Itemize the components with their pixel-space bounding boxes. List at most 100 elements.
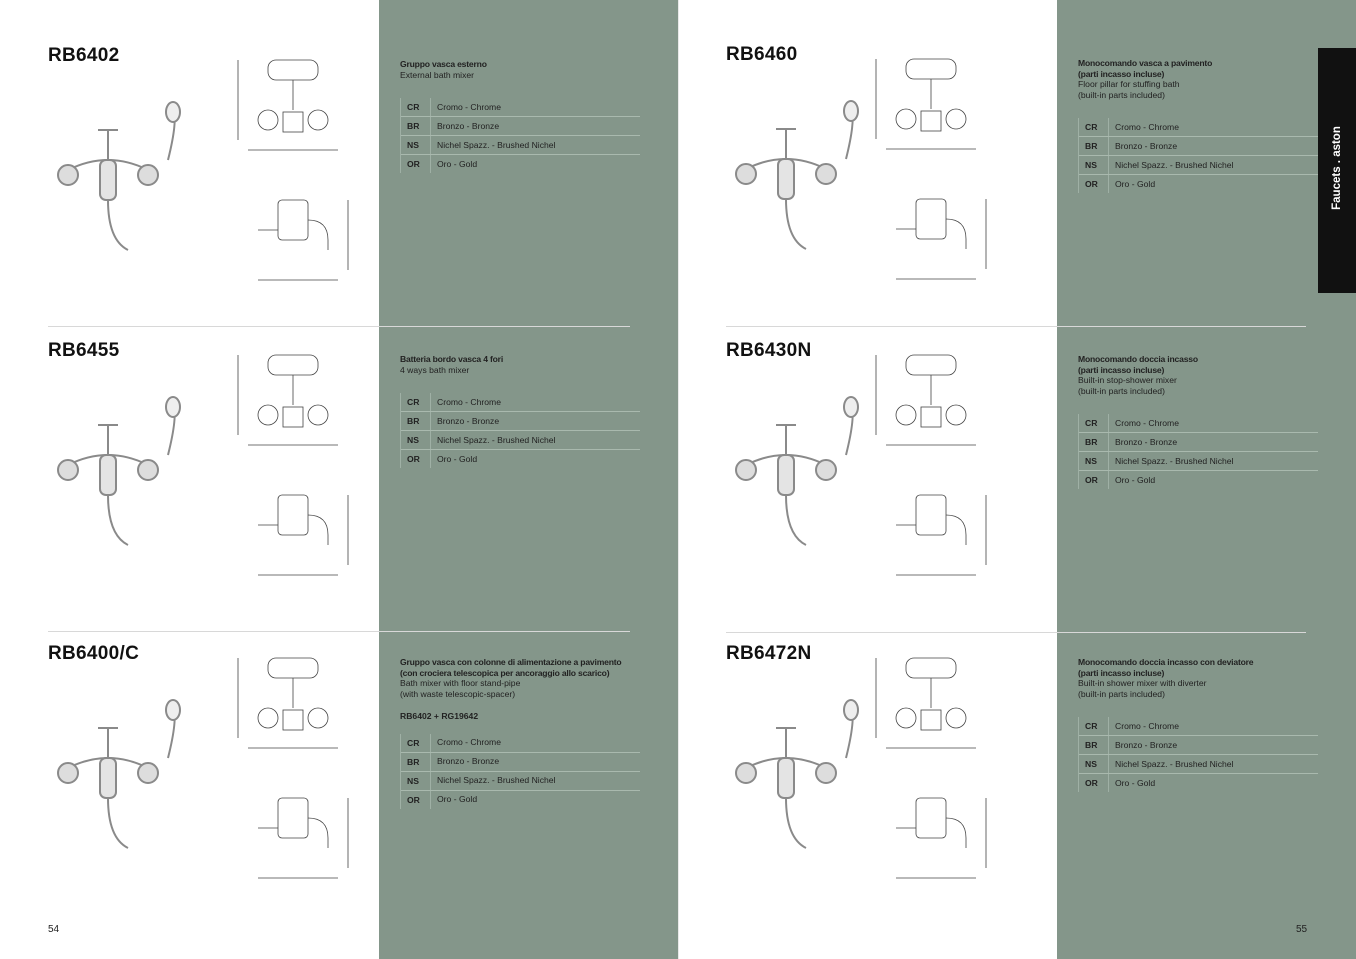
technical-drawing bbox=[228, 50, 378, 305]
section-divider bbox=[48, 326, 630, 327]
description-italian: Batteria bordo vasca 4 fori bbox=[400, 354, 504, 364]
finish-code: OR bbox=[1079, 175, 1109, 193]
finish-label: Nichel Spazz. - Brushed Nichel bbox=[1115, 159, 1234, 170]
finish-code: NS bbox=[1079, 156, 1109, 174]
finish-code: NS bbox=[401, 431, 431, 449]
finish-label: Cromo - Chrome bbox=[437, 737, 501, 748]
dimension-drawing bbox=[237, 354, 349, 576]
description-italian: Monocomando doccia incasso con deviatore bbox=[1078, 657, 1254, 667]
finish-code: BR bbox=[1079, 433, 1109, 451]
section-divider bbox=[726, 632, 1306, 633]
finish-label: Oro - Gold bbox=[1115, 474, 1156, 485]
product-code: RB6472N bbox=[726, 643, 812, 664]
finish-code: OR bbox=[1079, 471, 1109, 489]
product-description: Gruppo vasca con colonne di alimentazion… bbox=[400, 657, 640, 809]
product-section: RB6472N Monocomando doccia incasso con de… bbox=[726, 643, 1318, 933]
finish-label: Bronzo - Bronze bbox=[1115, 140, 1178, 151]
dimension-drawing bbox=[875, 354, 987, 576]
finish-label: Bronzo - Bronze bbox=[1115, 739, 1178, 750]
finish-label: Nichel Spazz. - Brushed Nichel bbox=[1115, 455, 1234, 466]
finish-label: Nichel Spazz. - Brushed Nichel bbox=[437, 139, 556, 150]
description-english: Floor pillar for stuffing bath bbox=[1078, 79, 1180, 89]
page-number-right: 55 bbox=[1296, 924, 1308, 935]
finish-label: Oro - Gold bbox=[437, 794, 478, 805]
finish-row: NS Nichel Spazz. - Brushed Nichel bbox=[1079, 755, 1318, 774]
technical-drawing bbox=[228, 345, 378, 600]
finish-code: BR bbox=[401, 752, 431, 771]
product-code: RB6402 bbox=[48, 45, 120, 66]
product-photo bbox=[48, 698, 188, 863]
finish-row: NS Nichel Spazz. - Brushed Nichel bbox=[401, 771, 640, 791]
finish-code: OR bbox=[401, 450, 431, 468]
finish-label: Cromo - Chrome bbox=[437, 101, 501, 112]
section-divider bbox=[48, 631, 630, 632]
section-divider bbox=[726, 326, 1306, 327]
finish-label: Bronzo - Bronze bbox=[1115, 436, 1178, 447]
finish-row: CR Cromo - Chrome bbox=[1079, 118, 1318, 137]
product-combination: RB6402 + RG19642 bbox=[400, 711, 479, 721]
finish-label: Cromo - Chrome bbox=[1115, 417, 1179, 428]
finish-code: CR bbox=[401, 98, 431, 116]
description-english: (built-in parts included) bbox=[1078, 89, 1165, 100]
description-english: (built-in parts included) bbox=[1078, 385, 1165, 396]
faucet-illustration bbox=[57, 396, 181, 546]
finish-code: NS bbox=[401, 771, 431, 790]
faucet-illustration bbox=[57, 699, 181, 849]
finish-row: NS Nichel Spazz. - Brushed Nichel bbox=[401, 136, 640, 155]
page-number-left: 54 bbox=[48, 924, 60, 935]
finish-row: BR Bronzo - Bronze bbox=[1079, 137, 1318, 156]
finish-code: CR bbox=[1079, 118, 1109, 136]
faucet-illustration bbox=[57, 101, 181, 251]
finish-label: Nichel Spazz. - Brushed Nichel bbox=[1115, 758, 1234, 769]
finish-code: BR bbox=[1079, 736, 1109, 754]
finish-code: NS bbox=[1079, 452, 1109, 470]
technical-drawing bbox=[866, 49, 1016, 304]
finish-row: NS Nichel Spazz. - Brushed Nichel bbox=[1079, 452, 1318, 471]
section-tab[interactable]: Faucets . aston bbox=[1318, 48, 1356, 293]
description-italian: Gruppo vasca esterno bbox=[400, 59, 487, 69]
finish-code: NS bbox=[1079, 755, 1109, 773]
finish-label: Nichel Spazz. - Brushed Nichel bbox=[437, 775, 556, 786]
finish-label: Cromo - Chrome bbox=[1115, 720, 1179, 731]
finish-label: Bronzo - Bronze bbox=[437, 120, 500, 131]
finish-code: CR bbox=[401, 733, 431, 752]
technical-drawing bbox=[228, 648, 378, 903]
product-section: RB6400/C Gruppo vasca con colonne di alim… bbox=[48, 643, 640, 933]
description-italian: (parti incasso incluse) bbox=[1078, 68, 1165, 79]
finish-row: CR Cromo - Chrome bbox=[401, 733, 640, 753]
product-code: RB6400/C bbox=[48, 643, 140, 664]
dimension-drawing bbox=[875, 657, 987, 879]
product-code: RB6460 bbox=[726, 44, 798, 65]
finish-code: OR bbox=[401, 155, 431, 173]
product-photo bbox=[726, 395, 866, 560]
finish-row: NS Nichel Spazz. - Brushed Nichel bbox=[1079, 156, 1318, 175]
finish-code: NS bbox=[401, 136, 431, 154]
page-gutter bbox=[678, 0, 679, 959]
finish-label: Cromo - Chrome bbox=[1115, 121, 1179, 132]
product-code: RB6430N bbox=[726, 340, 812, 361]
description-english: 4 ways bath mixer bbox=[400, 364, 470, 375]
finish-row: CR Cromo - Chrome bbox=[401, 98, 640, 117]
finish-code: BR bbox=[1079, 137, 1109, 155]
finish-label: Bronzo - Bronze bbox=[437, 415, 500, 426]
description-english: External bath mixer bbox=[400, 69, 475, 80]
description-italian: (con crociera telescopica per ancoraggio… bbox=[400, 667, 610, 678]
